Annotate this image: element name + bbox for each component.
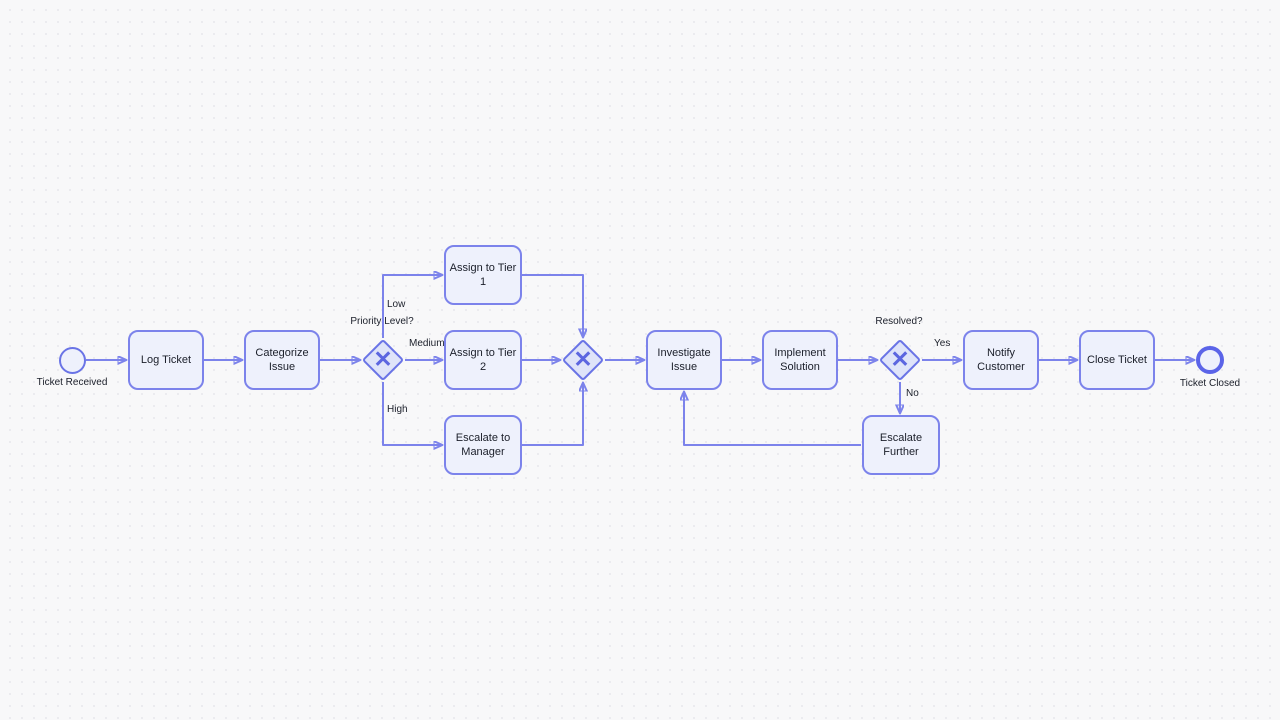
- gateway-question-priority: Priority Level?: [350, 316, 414, 327]
- task-escalate-further[interactable]: Escalate Further: [862, 415, 940, 475]
- task-label: Escalate to Manager: [455, 431, 511, 458]
- exclusive-gateway-x-icon: ✕: [890, 345, 910, 372]
- task-implement-solution[interactable]: Implement Solution: [762, 330, 838, 390]
- exclusive-gateway-x-icon: ✕: [373, 345, 393, 372]
- edge-label-high: High: [387, 404, 408, 415]
- start-event[interactable]: [59, 347, 86, 374]
- end-event-label: Ticket Closed: [1179, 378, 1241, 389]
- flow-priority-high: [382, 382, 442, 445]
- gateway-priority-level[interactable]: ✕: [361, 338, 405, 382]
- flow-priority-low: [382, 275, 442, 338]
- gateway-resolved[interactable]: ✕: [878, 338, 922, 382]
- start-event-label: Ticket Received: [36, 377, 108, 388]
- edge-label-no: No: [906, 388, 919, 399]
- task-notify-customer[interactable]: Notify Customer: [963, 330, 1039, 390]
- task-label: Categorize Issue: [255, 346, 309, 373]
- task-investigate-issue[interactable]: Investigate Issue: [646, 330, 722, 390]
- task-close-ticket[interactable]: Close Ticket: [1079, 330, 1155, 390]
- task-label: Log Ticket: [140, 353, 192, 366]
- edge-label-low: Low: [387, 299, 406, 310]
- edge-label-medium: Medium: [409, 338, 445, 349]
- gateway-merge[interactable]: ✕: [561, 338, 605, 382]
- task-categorize-issue[interactable]: Categorize Issue: [244, 330, 320, 390]
- task-log-ticket[interactable]: Log Ticket: [128, 330, 204, 390]
- task-escalate-to-manager[interactable]: Escalate to Manager: [444, 415, 522, 475]
- task-assign-tier-1[interactable]: Assign to Tier 1: [444, 245, 522, 305]
- task-label: Notify Customer: [977, 346, 1025, 373]
- task-label: Assign to Tier 1: [449, 261, 517, 288]
- task-label: Escalate Further: [879, 431, 923, 458]
- task-assign-tier-2[interactable]: Assign to Tier 2: [444, 330, 522, 390]
- task-label: Close Ticket: [1087, 353, 1147, 366]
- task-label: Implement Solution: [774, 346, 826, 373]
- edge-label-yes: Yes: [934, 338, 951, 349]
- gateway-question-resolved: Resolved?: [875, 316, 923, 327]
- end-event[interactable]: [1196, 346, 1224, 374]
- flow-tier1-to-merge: [522, 274, 583, 337]
- task-label: Investigate Issue: [657, 346, 711, 373]
- flow-manager-to-merge: [522, 383, 583, 446]
- exclusive-gateway-x-icon: ✕: [573, 345, 593, 372]
- flow-escalate-loop: [684, 392, 861, 446]
- task-label: Assign to Tier 2: [449, 346, 517, 373]
